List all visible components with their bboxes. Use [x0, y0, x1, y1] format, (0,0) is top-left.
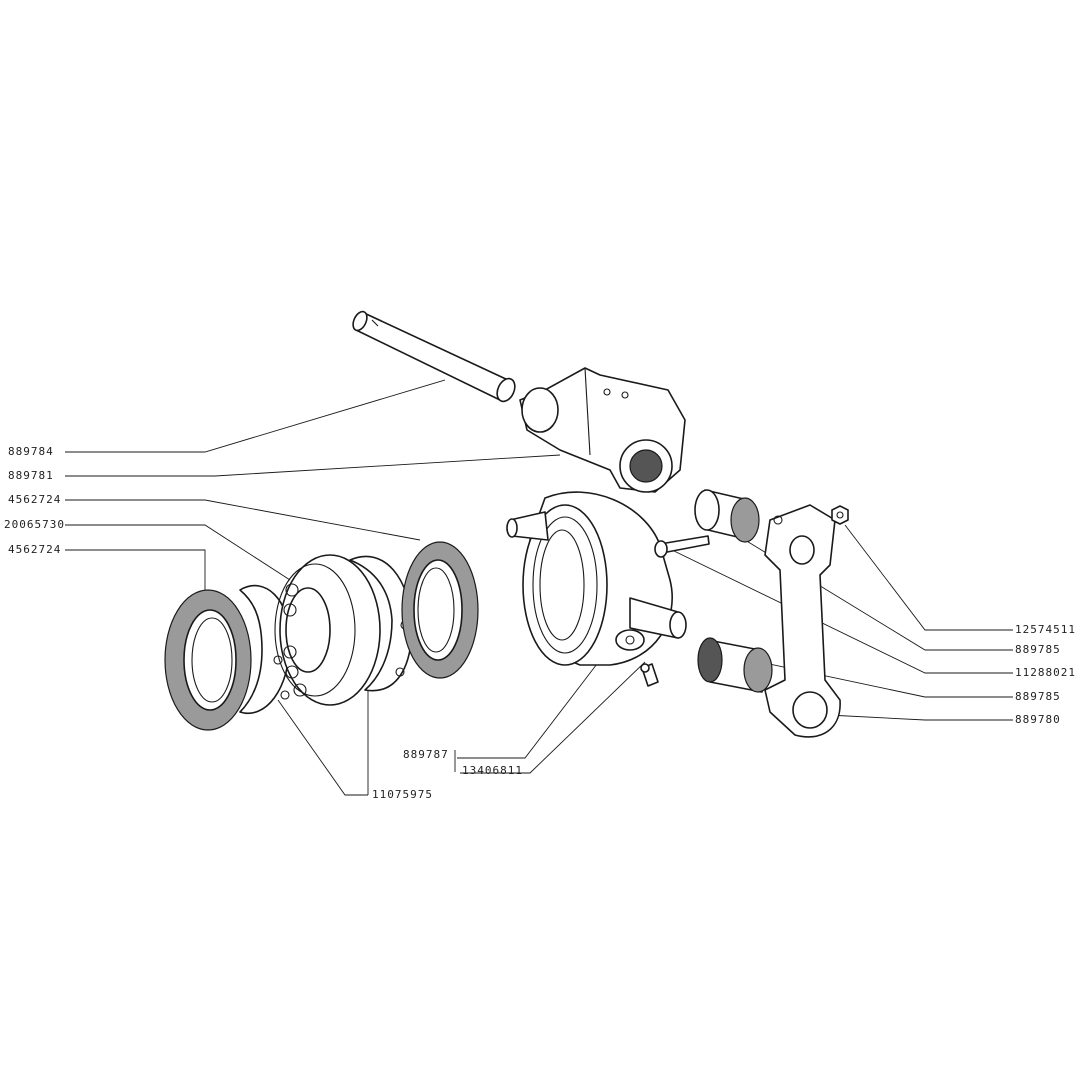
part-label-889784: 889784 — [8, 445, 54, 458]
bolt — [654, 535, 710, 558]
leader-lines — [65, 379, 1013, 796]
leader-889781 — [65, 454, 561, 477]
part-label-889780: 889780 — [1015, 713, 1061, 726]
part-label-889785-top: 889785 — [1015, 643, 1061, 656]
part-label-889781: 889781 — [8, 469, 54, 482]
part-label-4562724-top: 4562724 — [8, 493, 62, 506]
leader-4562724-top — [65, 499, 421, 541]
leader-11075975-a — [277, 699, 368, 796]
bracket — [519, 367, 686, 493]
bushing-bottom — [697, 637, 773, 693]
ball-bearing — [274, 554, 381, 706]
leader-889780 — [827, 714, 1013, 721]
seal-outer — [164, 589, 252, 731]
part-label-12574511: 12574511 — [1015, 623, 1076, 636]
part-label-889787: 889787 — [403, 748, 449, 761]
part-label-20065730: 20065730 — [4, 518, 65, 531]
part-label-889785-bottom: 889785 — [1015, 690, 1061, 703]
leader-889784 — [65, 379, 446, 453]
seal-inner — [401, 541, 479, 679]
pin — [352, 310, 516, 403]
part-label-4562724-bottom: 4562724 — [8, 543, 62, 556]
leader-11288021 — [671, 549, 1013, 674]
bushing-top — [694, 489, 760, 543]
part-label-11288021: 11288021 — [1015, 666, 1076, 679]
grease-nipple — [640, 663, 659, 687]
leader-12574511 — [844, 524, 1013, 631]
lever-arm — [764, 504, 841, 738]
leader-4562724-bottom — [65, 549, 206, 590]
part-label-13406811: 13406811 — [462, 764, 523, 777]
leader-13406811 — [460, 661, 646, 774]
bearing-housing — [506, 491, 687, 666]
leader-20065730 — [65, 524, 291, 581]
nut — [831, 505, 849, 525]
part-label-11075975: 11075975 — [372, 788, 433, 801]
leader-889787 — [457, 659, 601, 759]
